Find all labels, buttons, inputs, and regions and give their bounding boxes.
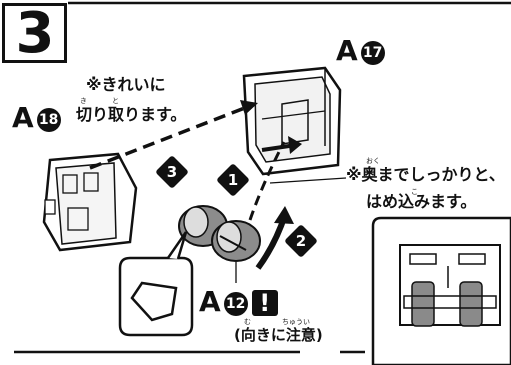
solid-arrowhead-into-box bbox=[288, 136, 302, 154]
cut-note-ruby-2: と bbox=[112, 97, 119, 105]
cut-note-line2: 切り取ります。 bbox=[76, 105, 187, 124]
cut-note-ruby-1: き bbox=[80, 97, 87, 105]
frame-panel-slot-left bbox=[409, 253, 437, 265]
left-part-slot-2 bbox=[83, 172, 99, 192]
caution-ruby-2: ちゅうい bbox=[282, 318, 310, 326]
detail-shape bbox=[130, 281, 178, 322]
frame-panel-outline bbox=[371, 216, 511, 365]
callout-a18-number: 18 bbox=[36, 108, 61, 132]
sequence-badge-1: 1 bbox=[216, 163, 250, 197]
callout-a12-letter: A bbox=[199, 285, 221, 318]
installed-roller-bracket bbox=[403, 295, 497, 309]
dashed-guide-arrow-3 bbox=[89, 102, 256, 170]
callout-a17-number: 17 bbox=[360, 41, 385, 65]
callout-a18-letter: A bbox=[12, 101, 34, 134]
frame-panel-slot-right bbox=[458, 253, 486, 265]
step-number-box: 3 bbox=[2, 1, 67, 66]
press-note-ruby-1: おく bbox=[366, 157, 380, 165]
box-part-inner bbox=[254, 76, 331, 163]
caution-text: (向きに注意) bbox=[234, 326, 323, 344]
sequence-badge-2: 2 bbox=[284, 224, 318, 258]
sequence-badge-3-label: 3 bbox=[166, 163, 178, 181]
left-part-slot-3 bbox=[67, 207, 89, 231]
dashed-guide-arrowhead-3 bbox=[240, 100, 258, 115]
press-note-ruby-2: こ bbox=[411, 188, 418, 196]
roller-axle bbox=[219, 235, 247, 251]
box-part-rib bbox=[261, 110, 326, 120]
box-part-slot bbox=[281, 99, 309, 145]
frame-panel-window bbox=[399, 244, 501, 326]
caution-ruby-1: む bbox=[244, 318, 251, 326]
cut-note-line1: ※きれいに bbox=[86, 75, 166, 94]
step-number: 3 bbox=[15, 1, 55, 66]
callout-a17-letter: A bbox=[336, 34, 358, 67]
installed-roller-right bbox=[459, 281, 483, 327]
dashed-guide-arrow-1 bbox=[248, 141, 286, 221]
installed-roller-left bbox=[411, 281, 435, 327]
roller-left-face bbox=[183, 206, 209, 238]
detail-bubble bbox=[118, 256, 194, 337]
press-note-line2: はめ込みます。 bbox=[366, 192, 477, 211]
caution-icon: ! bbox=[251, 290, 278, 316]
curved-arrowhead-2 bbox=[274, 206, 294, 224]
callout-a12-number: 12 bbox=[223, 292, 248, 316]
sequence-badge-2-label: 2 bbox=[295, 232, 307, 250]
detail-bubble-tail bbox=[166, 231, 188, 260]
sequence-badge-3: 3 bbox=[155, 155, 189, 189]
press-note-line1: ※奥までしっかりと、 bbox=[346, 165, 505, 184]
left-part-slot-1 bbox=[62, 174, 78, 194]
sequence-badge-1-label: 1 bbox=[227, 171, 239, 189]
leader-line-press-note bbox=[269, 177, 347, 184]
left-part-tab bbox=[44, 199, 56, 215]
